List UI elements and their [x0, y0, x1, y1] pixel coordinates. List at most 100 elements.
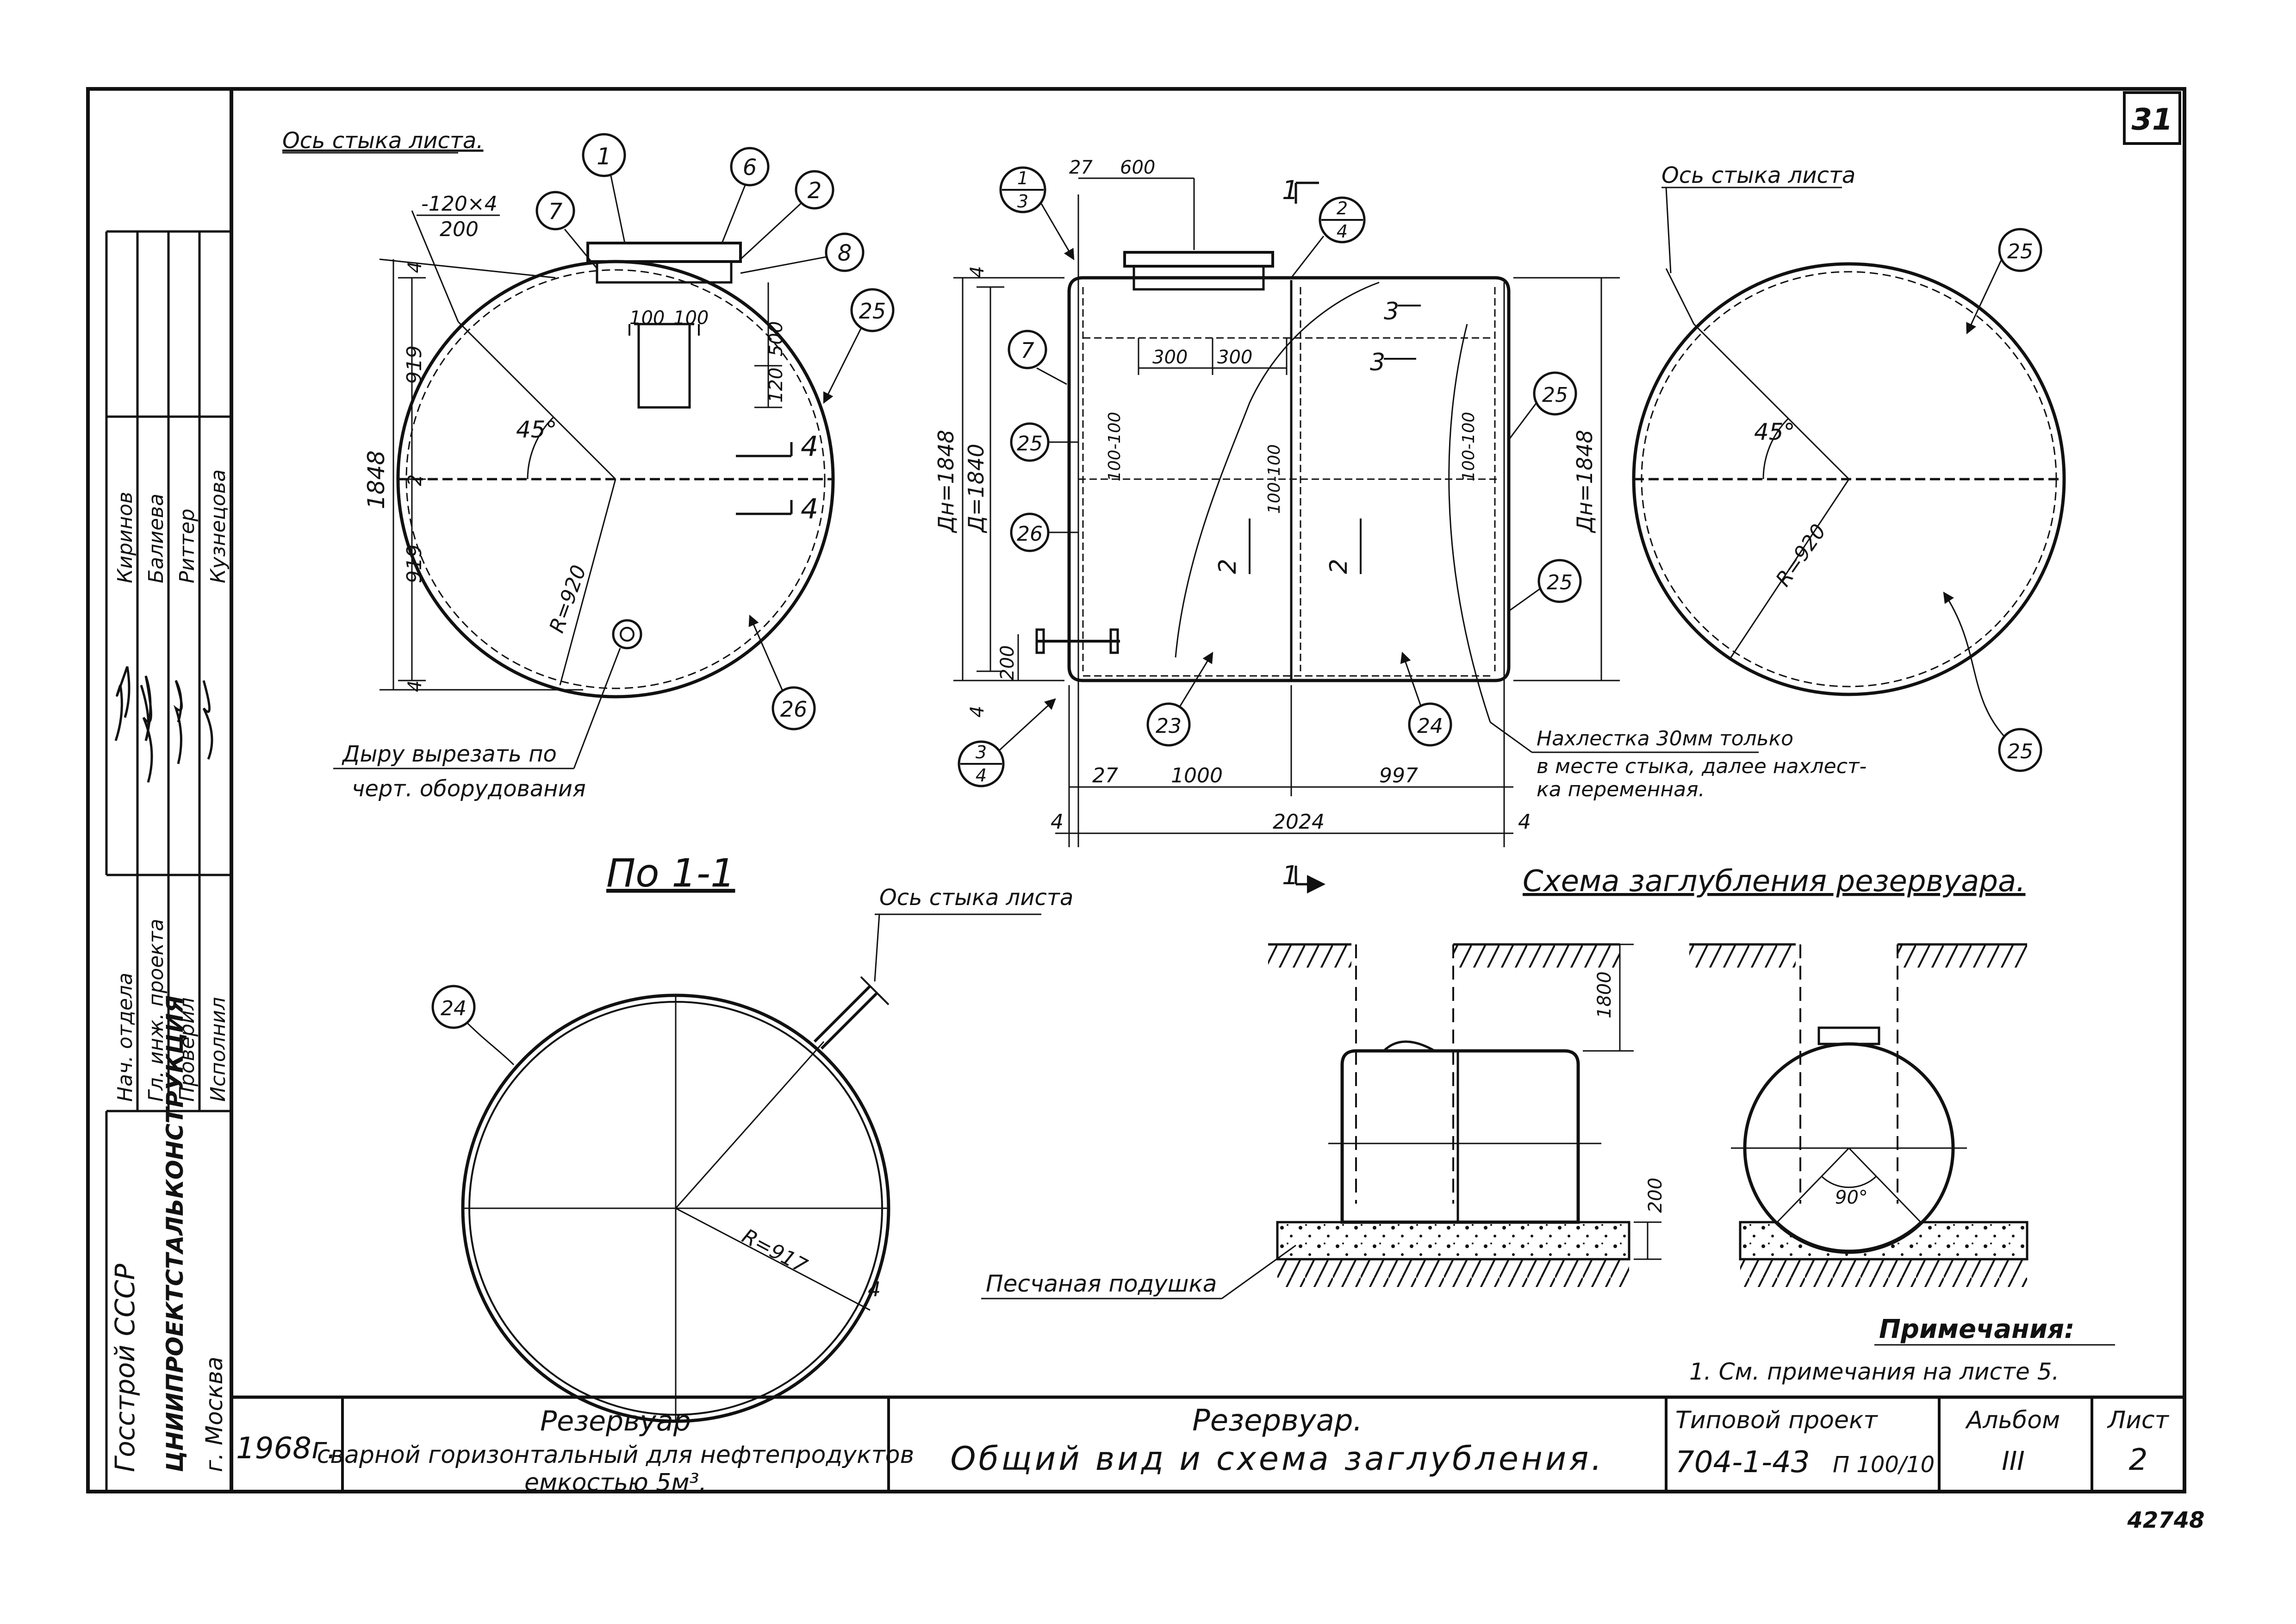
- right-callout-25b: 25: [1943, 592, 2042, 772]
- tb-name-1: Резервуар: [540, 1405, 691, 1437]
- left-callout-8: 8: [740, 232, 865, 274]
- tb-album-value: III: [2002, 1446, 2025, 1476]
- nozzle-dim-1: 100: [629, 307, 665, 329]
- tb-project-label: Типовой проект: [1675, 1406, 1878, 1434]
- svg-text:26: 26: [780, 697, 808, 722]
- stamp-role-4: Исполнил: [206, 997, 230, 1102]
- svg-text:4: 4: [1337, 221, 1348, 242]
- view-front: 27 600 300 300 1 3 2 4 1: [933, 157, 1867, 893]
- view-right: 45° R=920 Ось стыка листа 25 25: [1632, 162, 2066, 772]
- right-angle: 45°: [1754, 418, 1795, 445]
- front-weld-1: 100-100: [1105, 412, 1124, 481]
- front-dim-cap-1: 300: [1152, 347, 1188, 368]
- stamp-name-2: Балиева: [144, 493, 168, 583]
- svg-text:7: 7: [1020, 338, 1034, 363]
- svg-text:24: 24: [441, 997, 467, 1020]
- left-dim-upper: 919: [403, 345, 426, 384]
- front-base-200: 200: [997, 645, 1018, 681]
- left-dim-lower: 919: [403, 544, 426, 583]
- scheme-title: Схема заглубления резервуара.: [1523, 864, 2026, 899]
- svg-text:25: 25: [2007, 240, 2033, 263]
- left-callout-7: 7: [535, 191, 598, 269]
- left-radius: R=920: [545, 562, 591, 636]
- burial-scheme: Схема заглубления резервуара. 1800 200: [981, 864, 2028, 1299]
- corner-number-box: 31: [2123, 91, 2181, 145]
- front-dim-27-top: 27: [1069, 157, 1093, 178]
- left-plate-dim-bottom: 200: [440, 218, 479, 241]
- front-callout-7: 7: [1008, 330, 1067, 385]
- signature-scribbles: [114, 666, 213, 783]
- svg-text:25: 25: [1542, 383, 1568, 407]
- section-edge: 4: [868, 1278, 881, 1301]
- nozzle-dim-3: 500: [765, 321, 787, 356]
- right-radius: R=920: [1771, 520, 1831, 591]
- notes: Примечания: 1. См. примечания на листе 5…: [1689, 1314, 2115, 1385]
- front-callout-25a: 25: [1010, 422, 1078, 462]
- svg-text:25: 25: [1547, 571, 1573, 594]
- section-mark-4b: 4: [801, 493, 818, 525]
- front-detail-ref-3-4: 3 4: [958, 698, 1056, 787]
- front-weld-3: 100-100: [1459, 412, 1478, 481]
- left-callout-2: 2: [740, 170, 834, 260]
- left-callout-6: 6: [721, 147, 770, 244]
- section-callout-24: 24: [431, 985, 515, 1066]
- front-dim-1000: 1000: [1171, 764, 1223, 787]
- stamp-org-1: Госстрой СССР: [109, 1264, 141, 1472]
- left-dim-mid: 2: [404, 475, 426, 486]
- left-dim-edge-top: 4: [404, 262, 426, 273]
- scheme-end: 90°: [1689, 943, 2028, 1287]
- stamp-org-3: г. Москва: [201, 1356, 228, 1472]
- front-dim-27-bottom: 27: [1092, 764, 1118, 787]
- front-weld-2: 100-100: [1265, 444, 1284, 514]
- svg-text:3: 3: [976, 742, 987, 762]
- front-dim-2024: 2024: [1273, 810, 1325, 834]
- section-radius: R=917: [738, 1224, 811, 1278]
- tb-project-code: 704-1-43: [1675, 1445, 1810, 1480]
- tb-name-3: емкостью 5м³.: [524, 1469, 707, 1497]
- section-title: По 1-1: [606, 850, 735, 896]
- svg-text:26: 26: [1017, 522, 1043, 546]
- section-seam-callout: Ось стыка листа: [879, 885, 1073, 911]
- nozzle-dim-2: 100: [673, 307, 709, 329]
- front-dim-edge-l: 4: [1051, 810, 1064, 834]
- svg-text:7: 7: [548, 199, 563, 225]
- section-mark-4a: 4: [801, 431, 818, 463]
- front-mark-2a: 2: [1214, 559, 1242, 574]
- right-seam-callout: Ось стыка листа: [1661, 162, 1855, 188]
- svg-text:24: 24: [1417, 714, 1443, 738]
- svg-text:6: 6: [743, 155, 757, 181]
- left-dim-edge-bottom: 4: [404, 681, 426, 692]
- tb-sheet-title-1: Резервуар.: [1192, 1404, 1363, 1438]
- left-note-cut: Дыру вырезать по: [342, 741, 557, 767]
- tb-album-label: Альбом: [1965, 1406, 2060, 1434]
- front-dim-cap-2: 300: [1217, 347, 1252, 368]
- tb-project-frac: П 100/10: [1833, 1452, 1935, 1478]
- left-angle: 45°: [516, 416, 557, 443]
- front-detail-ref-2-4: 2 4: [1290, 196, 1366, 278]
- stamp-role-3: Проверил: [175, 997, 199, 1102]
- left-note-cut-2: черт. оборудования: [352, 776, 586, 802]
- svg-text:2: 2: [1337, 198, 1348, 219]
- svg-text:2: 2: [808, 178, 822, 204]
- svg-text:1: 1: [1017, 168, 1028, 188]
- view-left: 45° R=920 100 100 500 120 4 4: [282, 128, 895, 802]
- tb-year: 1968г.: [236, 1431, 336, 1466]
- front-dia-outer: Дн=1848: [933, 430, 958, 533]
- scheme-base: 200: [1645, 1178, 1666, 1213]
- stamp-org-2: ЦНИИПРОЕКТСТАЛЬКОНСТРУКЦИЯ: [162, 995, 188, 1472]
- stamp-role-1: Нач. отдела: [113, 973, 137, 1102]
- left-plate-dim-top: -120×4: [421, 192, 498, 216]
- notes-item-1: 1. См. примечания на листе 5.: [1689, 1358, 2059, 1385]
- svg-text:25: 25: [2007, 740, 2033, 763]
- svg-text:23: 23: [1156, 714, 1182, 738]
- front-section-ref-1-3: 1 3: [999, 166, 1075, 261]
- front-note-1: Нахлестка 30мм только: [1537, 727, 1793, 750]
- corner-number: 31: [2131, 103, 2172, 137]
- stamp-name-3: Риттер: [175, 509, 199, 583]
- svg-text:8: 8: [838, 240, 852, 266]
- front-edge-bottom: 4: [967, 706, 988, 718]
- scheme-side: 1800 200: [1268, 943, 1666, 1287]
- sand-label: Песчаная подушка: [986, 1270, 1217, 1297]
- left-callout-26: 26: [748, 614, 816, 731]
- front-dim-600: 600: [1120, 157, 1155, 178]
